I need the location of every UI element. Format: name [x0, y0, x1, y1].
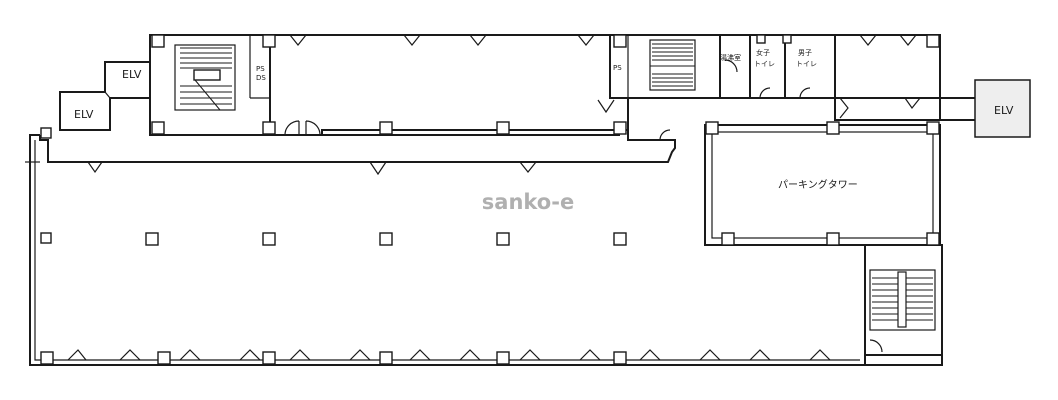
ds-label-left: DS: [256, 74, 266, 82]
upper-central-room: [269, 34, 629, 136]
womens-toilet-label-1: 女子: [756, 48, 770, 57]
elevator-shaft-right: [940, 79, 1031, 138]
left-stair-treads: [180, 47, 232, 111]
mens-toilet-label-1: 男子: [798, 49, 812, 57]
parking-tower-room: [704, 124, 941, 246]
elv-label-lower-left: ELV: [74, 108, 94, 121]
womens-toilet-label-2: トイレ: [754, 60, 775, 68]
right-stair-treads: [650, 43, 695, 87]
ps-label-left: PS: [256, 65, 265, 73]
doors: [67, 34, 921, 361]
elv-label-upper-left: ELV: [122, 68, 142, 81]
service-rooms: [719, 34, 941, 121]
stair-core-lower-right: [864, 244, 943, 356]
watermark: sanko-e: [482, 190, 574, 214]
stair-core-left: [149, 34, 271, 136]
office-outer-wall: [25, 130, 943, 366]
mens-toilet-label-2: トイレ: [796, 60, 817, 68]
parking-tower-label: パーキングタワー: [778, 178, 858, 191]
ps-label-right: PS: [613, 64, 622, 72]
stair-core-right: [609, 34, 721, 99]
elv-label-right: ELV: [994, 104, 1014, 117]
hot-water-room-label: 湯沸室: [720, 53, 741, 62]
columns: [40, 34, 940, 365]
